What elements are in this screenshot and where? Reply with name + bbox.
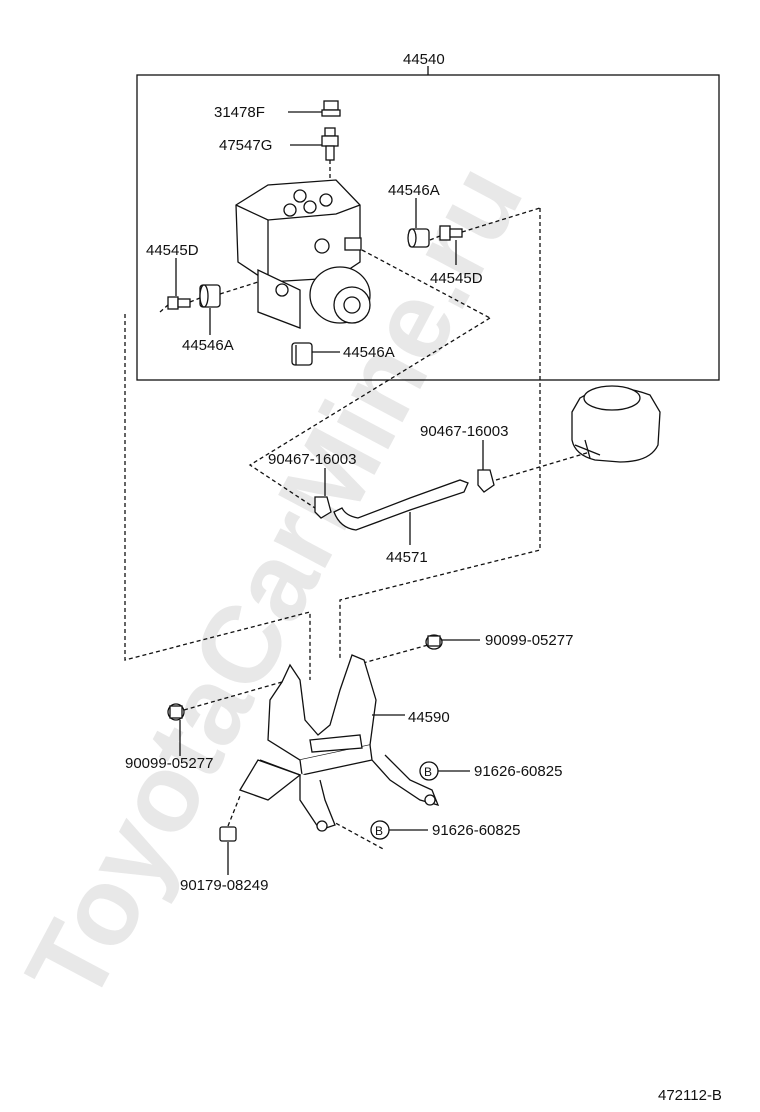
assembly-label: 44540	[403, 51, 445, 68]
nut-part	[219, 826, 237, 842]
svg-text:B: B	[424, 765, 432, 779]
union-part-left	[167, 296, 191, 310]
hose-part	[333, 479, 469, 531]
clip-part-left	[314, 496, 332, 519]
label-44546A-bottom: 44546A	[343, 344, 395, 361]
label-44546A-left: 44546A	[182, 337, 234, 354]
label-90099-right: 90099-05277	[485, 632, 573, 649]
label-31478F: 31478F	[214, 104, 265, 121]
clip-part-right	[477, 469, 495, 493]
callout-b-lower: B	[370, 820, 390, 840]
bolt-part-right	[425, 634, 443, 650]
label-44571: 44571	[386, 549, 428, 566]
callout-b-upper: B	[419, 761, 439, 781]
abs-actuator	[235, 179, 371, 329]
plug-part	[321, 100, 341, 117]
label-90179: 90179-08249	[180, 877, 268, 894]
label-91626-upper: 91626-60825	[474, 763, 562, 780]
diagram-code: 472112-B	[658, 1087, 722, 1104]
label-90467-left: 90467-16003	[268, 451, 356, 468]
cap-part-top	[407, 228, 430, 248]
label-91626-lower: 91626-60825	[432, 822, 520, 839]
label-44546A-top: 44546A	[388, 182, 440, 199]
label-90467-right: 90467-16003	[420, 423, 508, 440]
svg-text:B: B	[375, 824, 383, 838]
label-44590: 44590	[408, 709, 450, 726]
cap-part-bottom	[291, 342, 313, 366]
bolt-part-left	[167, 703, 185, 721]
label-44545D-right: 44545D	[430, 270, 483, 287]
label-44545D-left: 44545D	[146, 242, 199, 259]
label-90099-left: 90099-05277	[125, 755, 213, 772]
reservoir-tank	[571, 385, 661, 463]
label-47547G: 47547G	[219, 137, 272, 154]
union-part-right	[439, 225, 463, 241]
bracket-part	[239, 654, 440, 832]
cap-part-left	[199, 284, 221, 308]
union-part	[321, 127, 339, 161]
